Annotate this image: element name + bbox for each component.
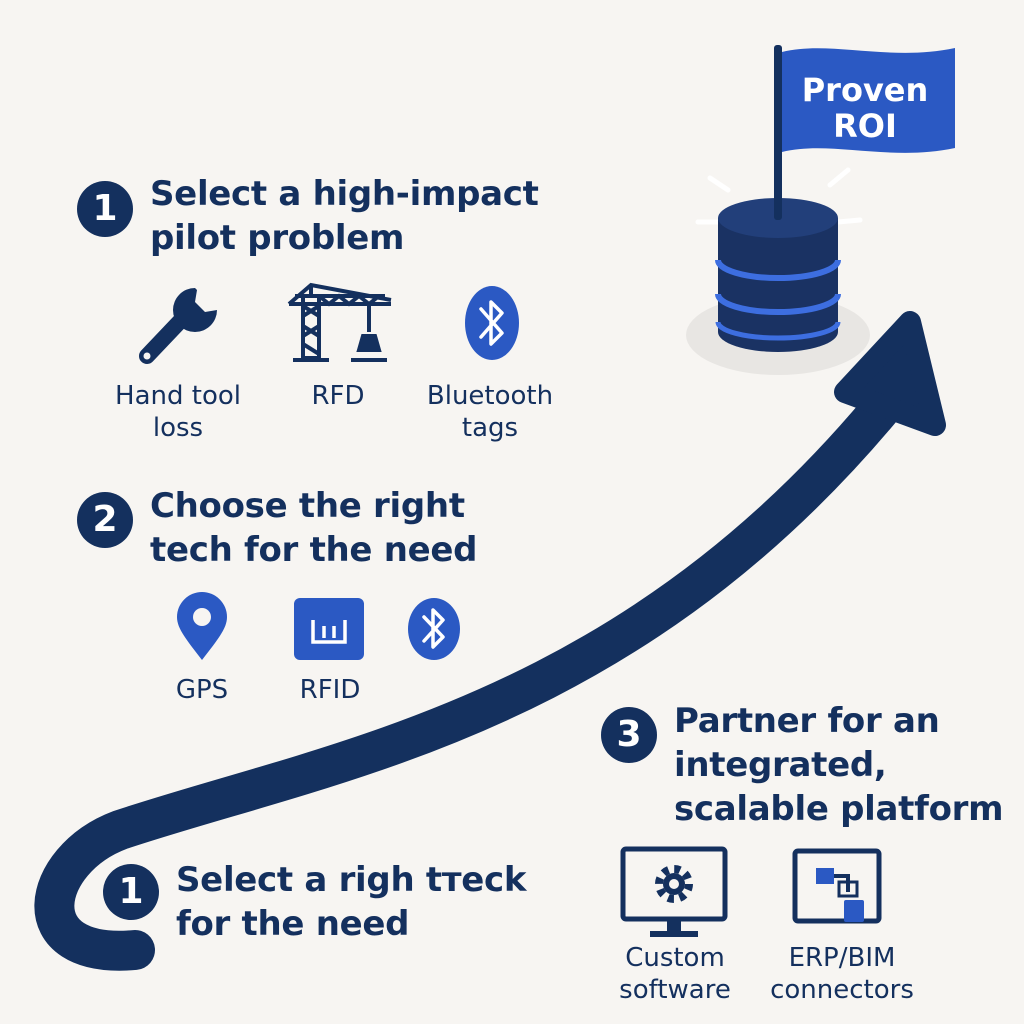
rfid-chip-icon bbox=[294, 598, 364, 660]
growth-arrow-head bbox=[834, 311, 946, 436]
step3-title-line2: integrated, bbox=[674, 745, 887, 785]
step3-number-badge: 3 bbox=[601, 707, 657, 763]
step3-title-line1: Partner for an bbox=[674, 701, 940, 741]
step1-title-line2: pilot problem bbox=[150, 218, 405, 258]
wrench-icon bbox=[139, 288, 217, 364]
proven-roi-flag-label: Proven ROI bbox=[790, 72, 940, 144]
bluetooth-tags-label-line2: tags bbox=[461, 413, 519, 443]
step2-title-line1: Choose the right bbox=[150, 486, 465, 526]
step3-title-line3: scalable platform bbox=[674, 789, 1004, 829]
flag-text-line1: Proven bbox=[801, 71, 929, 109]
crane-icon bbox=[287, 282, 392, 362]
step2-title: Choose the right tech for the need bbox=[150, 484, 570, 572]
custom-software-label-line1: Custom bbox=[625, 943, 725, 973]
growth-arrow-shaft bbox=[34, 390, 900, 971]
connector-icon bbox=[792, 848, 882, 924]
step1-title-line1: Select a high-impact bbox=[150, 174, 539, 214]
custom-software-label: Custom software bbox=[600, 942, 750, 1006]
hand-tool-label-line2: loss bbox=[152, 413, 204, 443]
bluetooth-icon bbox=[408, 598, 460, 660]
step1-title: Select a high-impact pilot problem bbox=[150, 172, 570, 260]
database-flag-graphic bbox=[686, 45, 955, 375]
bottom-step-title-line2: for the need bbox=[176, 904, 410, 944]
erp-bim-label-line1: ERP/BIM bbox=[788, 943, 896, 973]
step1-icon-label-hand-tool: Hand tool loss bbox=[88, 380, 268, 444]
step2-title-line2: tech for the need bbox=[150, 530, 478, 570]
custom-software-label-line2: software bbox=[619, 975, 731, 1005]
bluetooth-icon bbox=[465, 286, 519, 360]
map-pin-icon bbox=[177, 592, 227, 660]
erp-bim-label-line2: connectors bbox=[770, 975, 914, 1005]
flag-text-line2: ROI bbox=[833, 107, 897, 145]
erp-bim-connectors-label: ERP/BIM connectors bbox=[758, 942, 926, 1006]
step1-number-badge: 1 bbox=[77, 181, 133, 237]
bluetooth-tags-label-line1: Bluetooth bbox=[426, 381, 554, 411]
step1-icon-label-bluetooth: Bluetooth tags bbox=[400, 380, 580, 444]
step1-icon-label-rfd: RFD bbox=[288, 380, 388, 412]
step3-title: Partner for an integrated, scalable plat… bbox=[674, 699, 1014, 831]
rfd-label: RFD bbox=[311, 381, 365, 411]
proven-roi-flag bbox=[782, 48, 955, 153]
step2-number-badge: 2 bbox=[77, 492, 133, 548]
monitor-gear-icon bbox=[620, 846, 728, 937]
bottom-step-title-line1: Select a righ tтeck bbox=[176, 860, 527, 900]
bottom-step-title: Select a righ tтeck for the need bbox=[176, 858, 576, 946]
gps-label: GPS bbox=[175, 675, 229, 705]
hand-tool-label-line1: Hand tool bbox=[115, 381, 241, 411]
bottom-step-number-badge: 1 bbox=[103, 864, 159, 920]
rfid-label: RFID bbox=[299, 675, 361, 705]
